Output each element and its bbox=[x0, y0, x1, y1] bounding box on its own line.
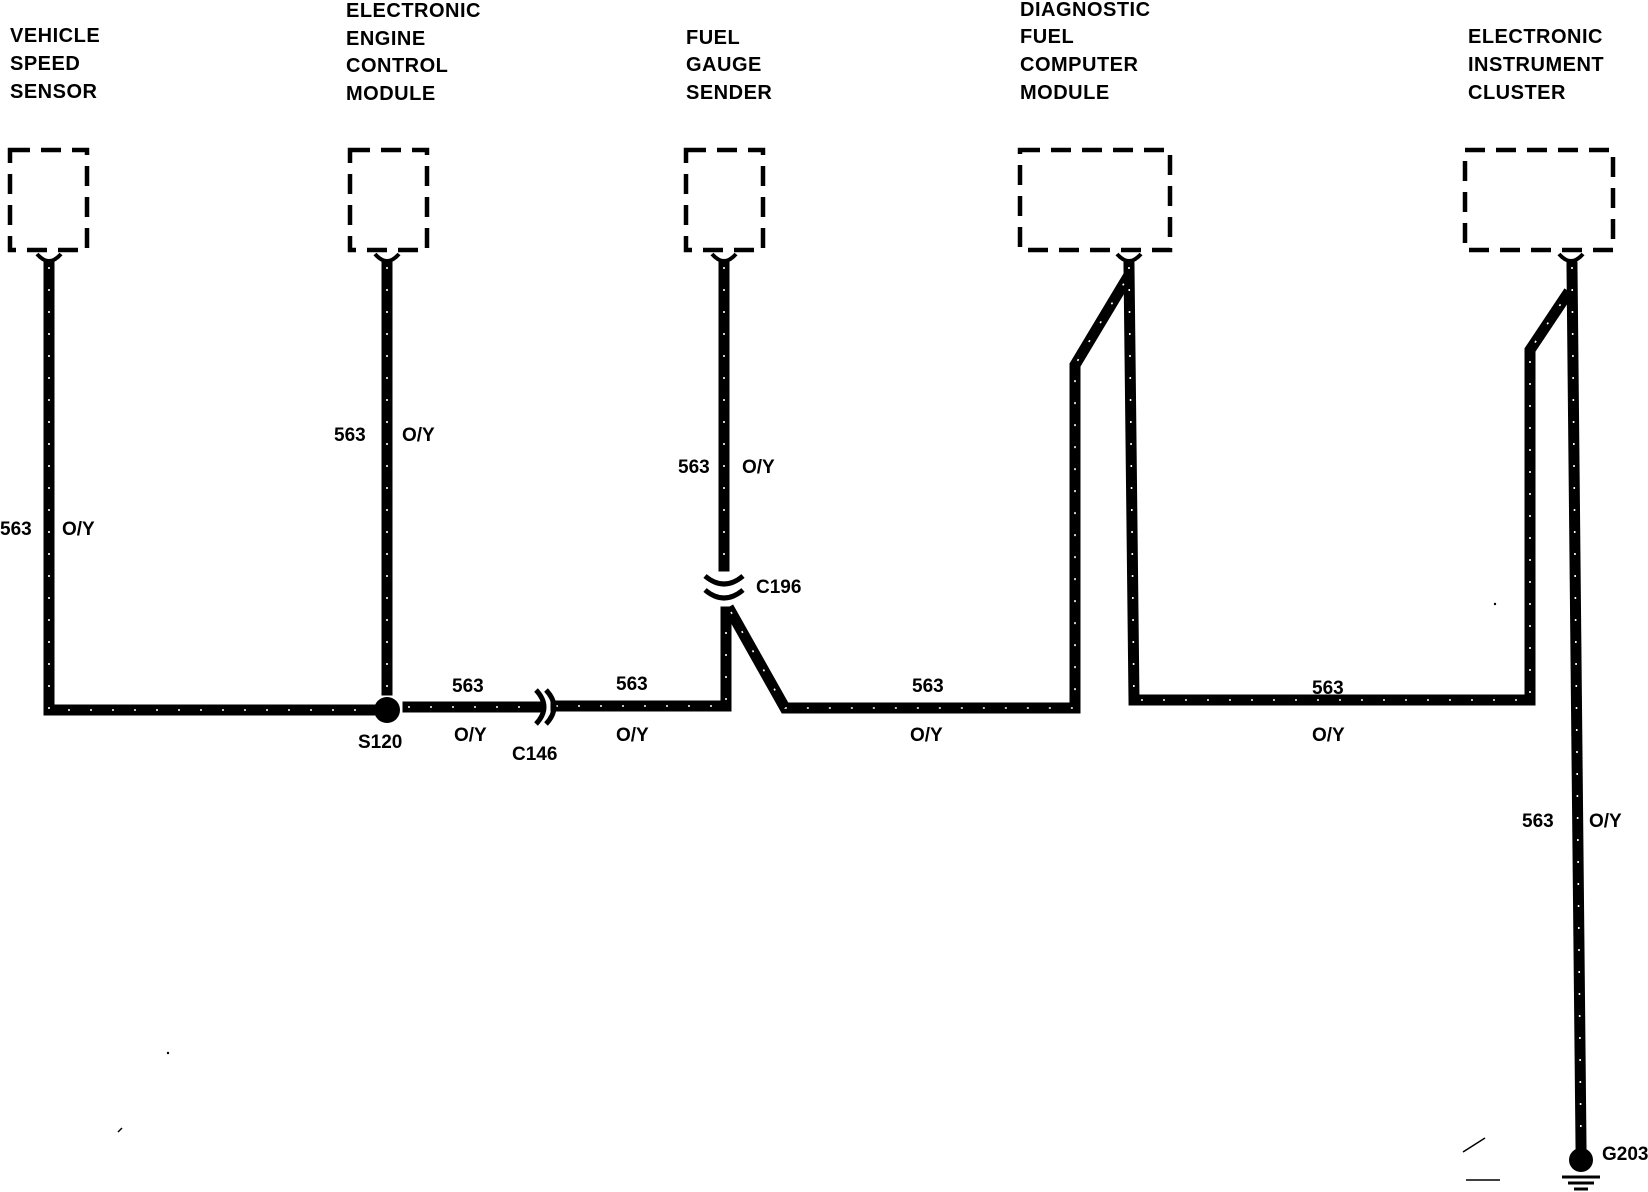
wire-eic-ground bbox=[1566, 261, 1587, 1151]
connector-c196-label: C196 bbox=[756, 577, 801, 598]
s120-c146-color-label: O/Y bbox=[454, 725, 487, 746]
vss-circuit-label: 563 bbox=[0, 519, 32, 540]
diagnostic-fuel-computer-label: DIAGNOSTIC FUEL COMPUTER MODULE bbox=[1020, 0, 1157, 104]
vss-color-label: O/Y bbox=[62, 519, 95, 540]
eic-ground-circuit-label: 563 bbox=[1522, 811, 1554, 832]
c196-dfc-circuit-label: 563 bbox=[912, 676, 944, 697]
splice-s120-dot bbox=[374, 697, 400, 723]
eic-ground-color-label: O/Y bbox=[1589, 811, 1622, 832]
splice-s120-label: S120 bbox=[358, 732, 402, 753]
electronic-instrument-cluster-label: ELECTRONIC INSTRUMENT CLUSTER bbox=[1468, 26, 1610, 104]
eic-terminal bbox=[1557, 252, 1585, 263]
electronic-instrument-cluster-box bbox=[1462, 147, 1616, 253]
eec-circuit-label: 563 bbox=[334, 425, 366, 446]
s120-c146-circuit-label: 563 bbox=[452, 676, 484, 697]
fuel-gauge-sender-box bbox=[683, 147, 766, 253]
connector-c146-label: C146 bbox=[512, 744, 557, 765]
c196-dfc-color-label: O/Y bbox=[910, 725, 943, 746]
c146-c196-color-label: O/Y bbox=[616, 725, 649, 746]
fgs-circuit-label: 563 bbox=[678, 457, 710, 478]
vss-terminal bbox=[35, 252, 63, 263]
vehicle-speed-sensor-label: VEHICLE SPEED SENSOR bbox=[10, 25, 106, 103]
wire-vss bbox=[43, 261, 382, 716]
fuel-gauge-sender-label: FUEL GAUGE SENDER bbox=[686, 27, 772, 104]
fgs-terminal bbox=[710, 252, 738, 263]
eec-module-box bbox=[347, 147, 430, 253]
eec-color-label: O/Y bbox=[402, 425, 435, 446]
wire-c196-dfc bbox=[723, 272, 1134, 714]
fgs-color-label: O/Y bbox=[742, 457, 775, 478]
wire-dfc-eic bbox=[1123, 261, 1574, 706]
connector-c146-symbol bbox=[534, 688, 557, 726]
connector-c196-symbol bbox=[703, 574, 745, 601]
dfc-eic-circuit-label: 563 bbox=[1312, 678, 1344, 699]
eec-terminal bbox=[373, 252, 401, 263]
ground-g203-label: G203 bbox=[1602, 1144, 1648, 1165]
scan-specks bbox=[117, 602, 1500, 1181]
wire-group bbox=[43, 261, 1587, 1151]
ground-symbol bbox=[1562, 1148, 1600, 1191]
wire-c146-c196 bbox=[550, 606, 732, 712]
dfc-terminal bbox=[1115, 252, 1143, 263]
wire-stripes bbox=[48, 266, 1582, 1146]
dfc-eic-color-label: O/Y bbox=[1312, 725, 1345, 746]
diagnostic-fuel-computer-box bbox=[1017, 147, 1173, 253]
vehicle-speed-sensor-box bbox=[7, 147, 90, 253]
eec-module-label: ELECTRONIC ENGINE CONTROL MODULE bbox=[346, 0, 487, 105]
c146-c196-circuit-label: 563 bbox=[616, 674, 648, 695]
